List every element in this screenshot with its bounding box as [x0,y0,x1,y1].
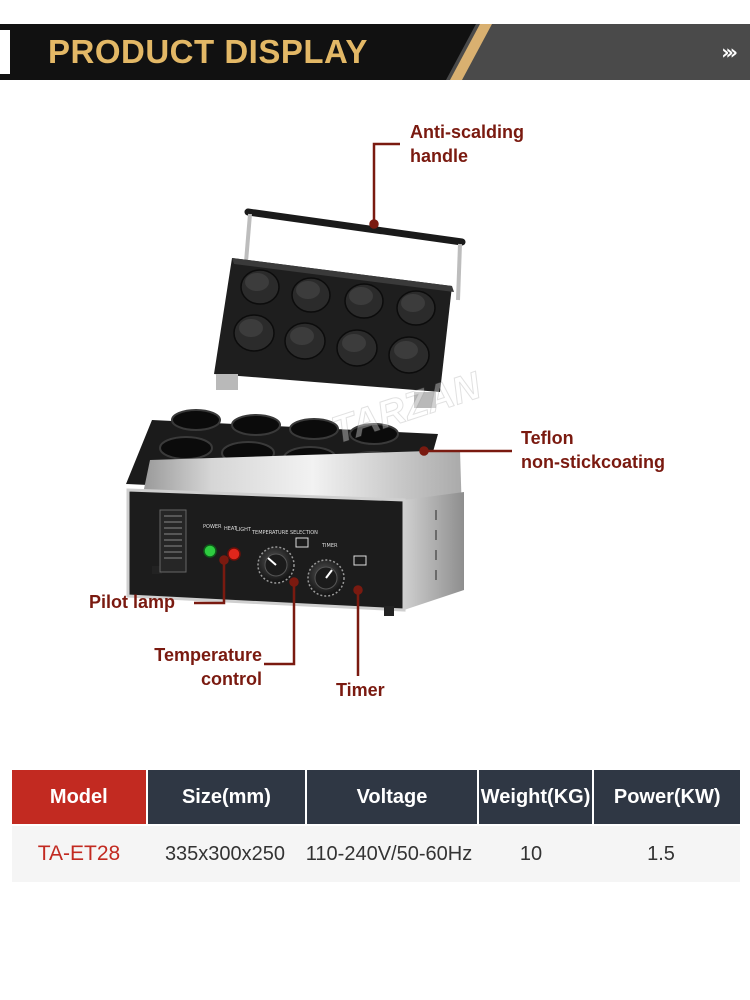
callout-handle: Anti-scalding handle [410,120,524,168]
header-size: Size(mm) [147,770,306,824]
temperature-knob[interactable] [257,546,295,584]
cell-model: TA-ET28 [37,842,121,865]
banner-background [0,24,750,80]
handle [244,208,466,301]
callout-coating-line1: Teflon [521,428,574,448]
header-model: Model [12,770,146,824]
timer-knob[interactable] [307,559,345,597]
table-row: TA-ET28 335x300x250 110-240V/50-60Hz 10 … [12,826,740,882]
callout-temperature-line1: Temperature [154,645,262,665]
page-title: PRODUCT DISPLAY [48,33,368,70]
header-voltage: Voltage [307,770,477,824]
product-illustration: TARZAN POWER HEAT LIGHT TEMPERATURE SELE… [126,142,512,676]
cell-size: 335x300x250 [164,842,286,865]
callout-pilot-lamp: Pilot lamp [89,590,175,614]
callout-timer-line1: Timer [336,680,385,700]
callout-temperature: Temperature control [130,643,262,691]
cell-weight: 10 [519,842,543,865]
callout-temperature-line2: control [201,669,262,689]
chevron-right-icon: ››› [721,40,738,64]
panel-label-temp-selection: TEMPERATURE SELECTION [251,530,318,536]
header-banner: PRODUCT DISPLAY ››› [0,24,750,80]
spec-table-header-row: Model Size(mm) Voltage Weight(KG) Power(… [12,770,740,824]
callout-pilot-line1: Pilot lamp [89,592,176,612]
callout-handle-line1: Anti-scalding [410,122,525,142]
panel-label-power: POWER [203,524,222,530]
cell-voltage: 110-240V/50-60Hz [305,842,473,865]
upper-plate [214,258,454,408]
panel-label-heat: HEAT [224,526,238,532]
callout-lines [194,142,512,676]
thermometer-icon [295,537,309,548]
header-weight: Weight(KG) [478,770,593,824]
header-power: Power(KW) [594,770,740,824]
power-lamp [203,544,217,558]
spec-table: Model Size(mm) Voltage Weight(KG) Power(… [12,770,740,882]
clock-icon [353,555,367,566]
callout-timer: Timer [336,678,385,702]
callout-handle-line2: handle [410,146,469,166]
cell-power: 1.5 [647,842,675,865]
panel-label-timer: TIMER [321,543,338,549]
machine-body: POWER HEAT LIGHT TEMPERATURE SELECTION T… [126,450,464,616]
heat-lamp [227,547,241,561]
callout-coating: Teflon non-stickcoating [521,426,665,474]
panel-label-light: LIGHT [236,527,252,533]
callout-coating-line2: non-stickcoating [521,452,666,472]
